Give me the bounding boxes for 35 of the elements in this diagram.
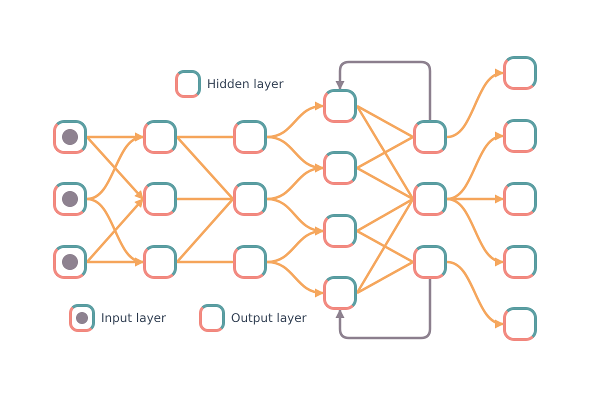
connection-arrow [446, 260, 504, 327]
legend-text: Hidden layer [207, 76, 284, 93]
connection-arrow [266, 260, 324, 297]
feedback-arrow [336, 279, 432, 340]
neuron-box [53, 182, 87, 216]
neuron-box [143, 245, 177, 279]
neuron-box [233, 120, 267, 154]
neuron-box [233, 245, 267, 279]
neuron-box [233, 182, 267, 216]
connection-arrow [446, 133, 504, 200]
neuron-box [323, 276, 357, 310]
legend-text: Input layer [101, 310, 166, 327]
neuron-box [413, 245, 447, 279]
connection-arrow [266, 227, 324, 264]
legend-text: Output layer [231, 310, 307, 327]
neuron-box [323, 151, 357, 185]
neuron-box [503, 307, 537, 341]
connection-arrow [266, 164, 324, 200]
neuron-box [323, 89, 357, 123]
neuron-box [53, 245, 87, 279]
neuron-box [413, 182, 447, 216]
connection-arrow [266, 102, 324, 138]
neuron-box [143, 120, 177, 154]
neuron-box [323, 214, 357, 248]
connection-arrow [446, 70, 504, 138]
neuron-box [503, 56, 537, 90]
neuron-box [53, 120, 87, 154]
feedback-arrow [336, 60, 432, 120]
neuron-box [503, 182, 537, 216]
neuron-box [143, 182, 177, 216]
neuron-box [503, 245, 537, 279]
connection-arrow [446, 198, 504, 265]
neuron-box [503, 119, 537, 153]
connection-arrow [87, 258, 144, 266]
neuron-box [413, 120, 447, 154]
